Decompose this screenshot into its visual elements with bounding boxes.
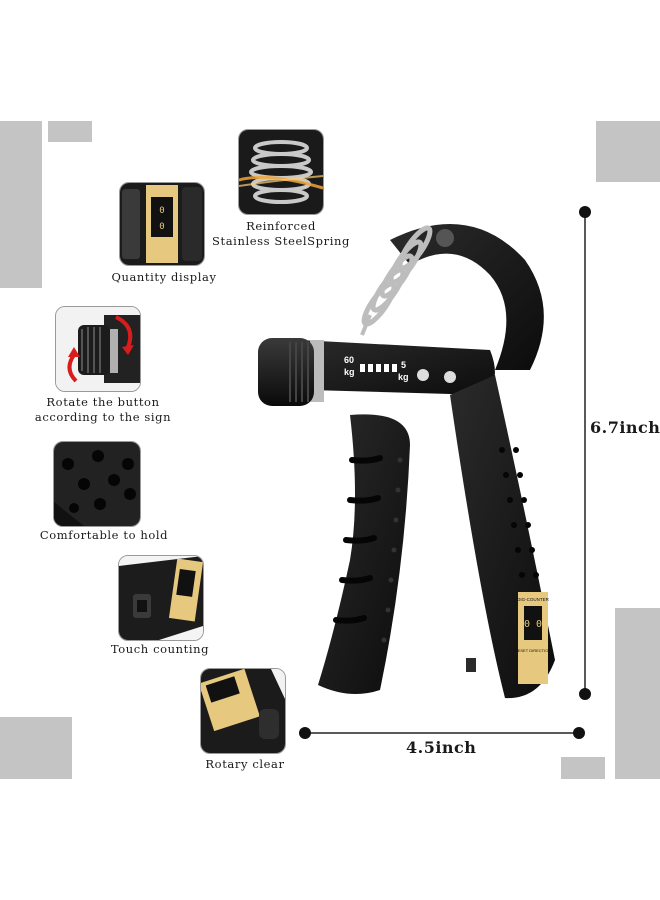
touch-counter-icon xyxy=(119,556,203,640)
counter-display-icon: 0 0 xyxy=(120,183,204,265)
spring-icon xyxy=(239,130,323,214)
caption-comfortable: Comfortable to hold xyxy=(39,528,169,542)
thumb-rotary-clear xyxy=(200,668,286,754)
scale-min-unit: kg xyxy=(398,372,409,382)
thumb-comfortable xyxy=(53,441,141,527)
scale-max-unit: kg xyxy=(344,367,355,377)
height-dimension-line xyxy=(579,206,591,700)
hand-gripper-illustration: 60 kg 5 kg xyxy=(240,200,570,710)
decor-block-bottom-right xyxy=(561,757,605,779)
caption-rotary-clear: Rotary clear xyxy=(205,757,285,771)
scale-min-value: 5 xyxy=(401,360,406,370)
decor-block-left-tall xyxy=(0,121,42,288)
grip-texture-icon xyxy=(54,442,140,526)
counter-brand-label: DIG-COUNTER xyxy=(517,597,549,602)
height-label: 6.7inch xyxy=(590,418,660,437)
counter-reset-label: RESET DIRECTION xyxy=(515,648,551,653)
thumb-rotate-button xyxy=(55,306,141,392)
thumb-touch-counting xyxy=(118,555,204,641)
decor-block-right-top xyxy=(596,121,660,182)
width-dimension-line xyxy=(299,727,585,739)
width-label: 4.5inch xyxy=(406,738,477,757)
rotary-clear-icon xyxy=(201,669,285,753)
scale-max-value: 60 xyxy=(344,355,354,365)
counter-value: 0 0 xyxy=(524,619,542,630)
rotate-knob-icon xyxy=(56,307,140,391)
caption-touch-counting: Touch counting xyxy=(110,642,210,656)
svg-text:0: 0 xyxy=(159,222,164,232)
caption-quantity-display: Quantity display xyxy=(111,270,217,284)
decor-block-right-tall xyxy=(615,608,660,779)
decor-block-bottom-left xyxy=(0,717,72,779)
thumb-spring xyxy=(238,129,324,215)
decor-block-left-small xyxy=(48,121,92,142)
svg-text:0: 0 xyxy=(159,206,164,216)
caption-rotate-button: Rotate the button according to the sign xyxy=(34,395,172,424)
caption-spring: Reinforced Stainless SteelSpring xyxy=(212,219,350,248)
thumb-quantity-display: 0 0 xyxy=(119,182,205,266)
